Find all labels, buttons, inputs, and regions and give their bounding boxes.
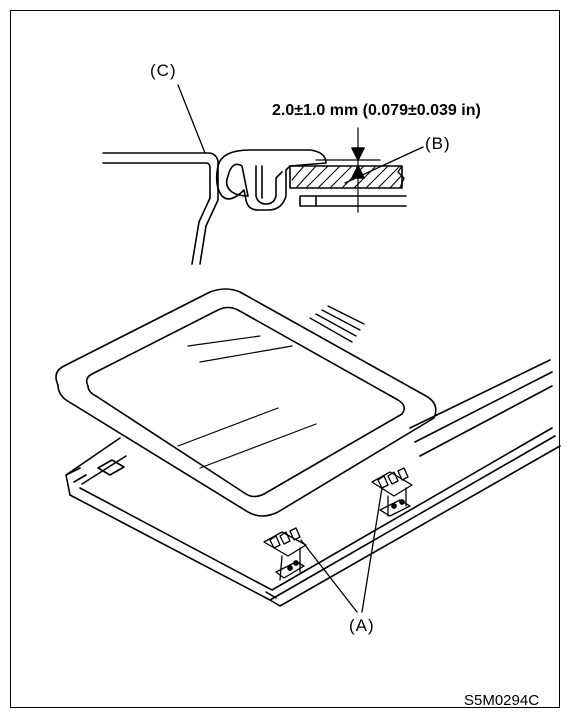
leader-c (177, 84, 206, 154)
dim-arrow-down (351, 147, 365, 161)
label-b: (B) (425, 134, 451, 153)
frame-rail (299, 195, 407, 207)
clip-left (263, 527, 307, 581)
dimension-label: 2.0±1.0 mm (0.079±0.039 in) (272, 102, 481, 119)
figure-code: S5M0294C (464, 692, 540, 709)
frame-rail-right-1 (409, 359, 551, 429)
glass-reflections (177, 335, 317, 469)
frame-tray-left-edge (65, 437, 121, 476)
leader-a-right (361, 487, 383, 613)
leader-b (344, 146, 424, 184)
roof-panel-inner (102, 162, 211, 265)
roof-panel-outer (102, 152, 219, 265)
seal-section-detail (102, 84, 424, 265)
glass-seal-outer (55, 288, 437, 517)
seal-body (215, 149, 327, 211)
glass-section (289, 165, 403, 189)
clip-right (371, 467, 413, 517)
frame-slot-left (97, 459, 125, 476)
exploded-view (55, 288, 561, 613)
label-a: (A) (349, 616, 375, 635)
frame-tray-outer (69, 435, 556, 601)
leader-a-left (300, 539, 358, 613)
frame-tray-inner (79, 427, 553, 591)
glass-hatch (291, 165, 403, 189)
glass-break (397, 165, 405, 189)
label-c: (C) (150, 61, 177, 80)
glass-seal-inner (85, 306, 406, 498)
rail-stubs (309, 305, 365, 343)
seal-channel (255, 165, 283, 205)
seal-lip (225, 163, 249, 197)
